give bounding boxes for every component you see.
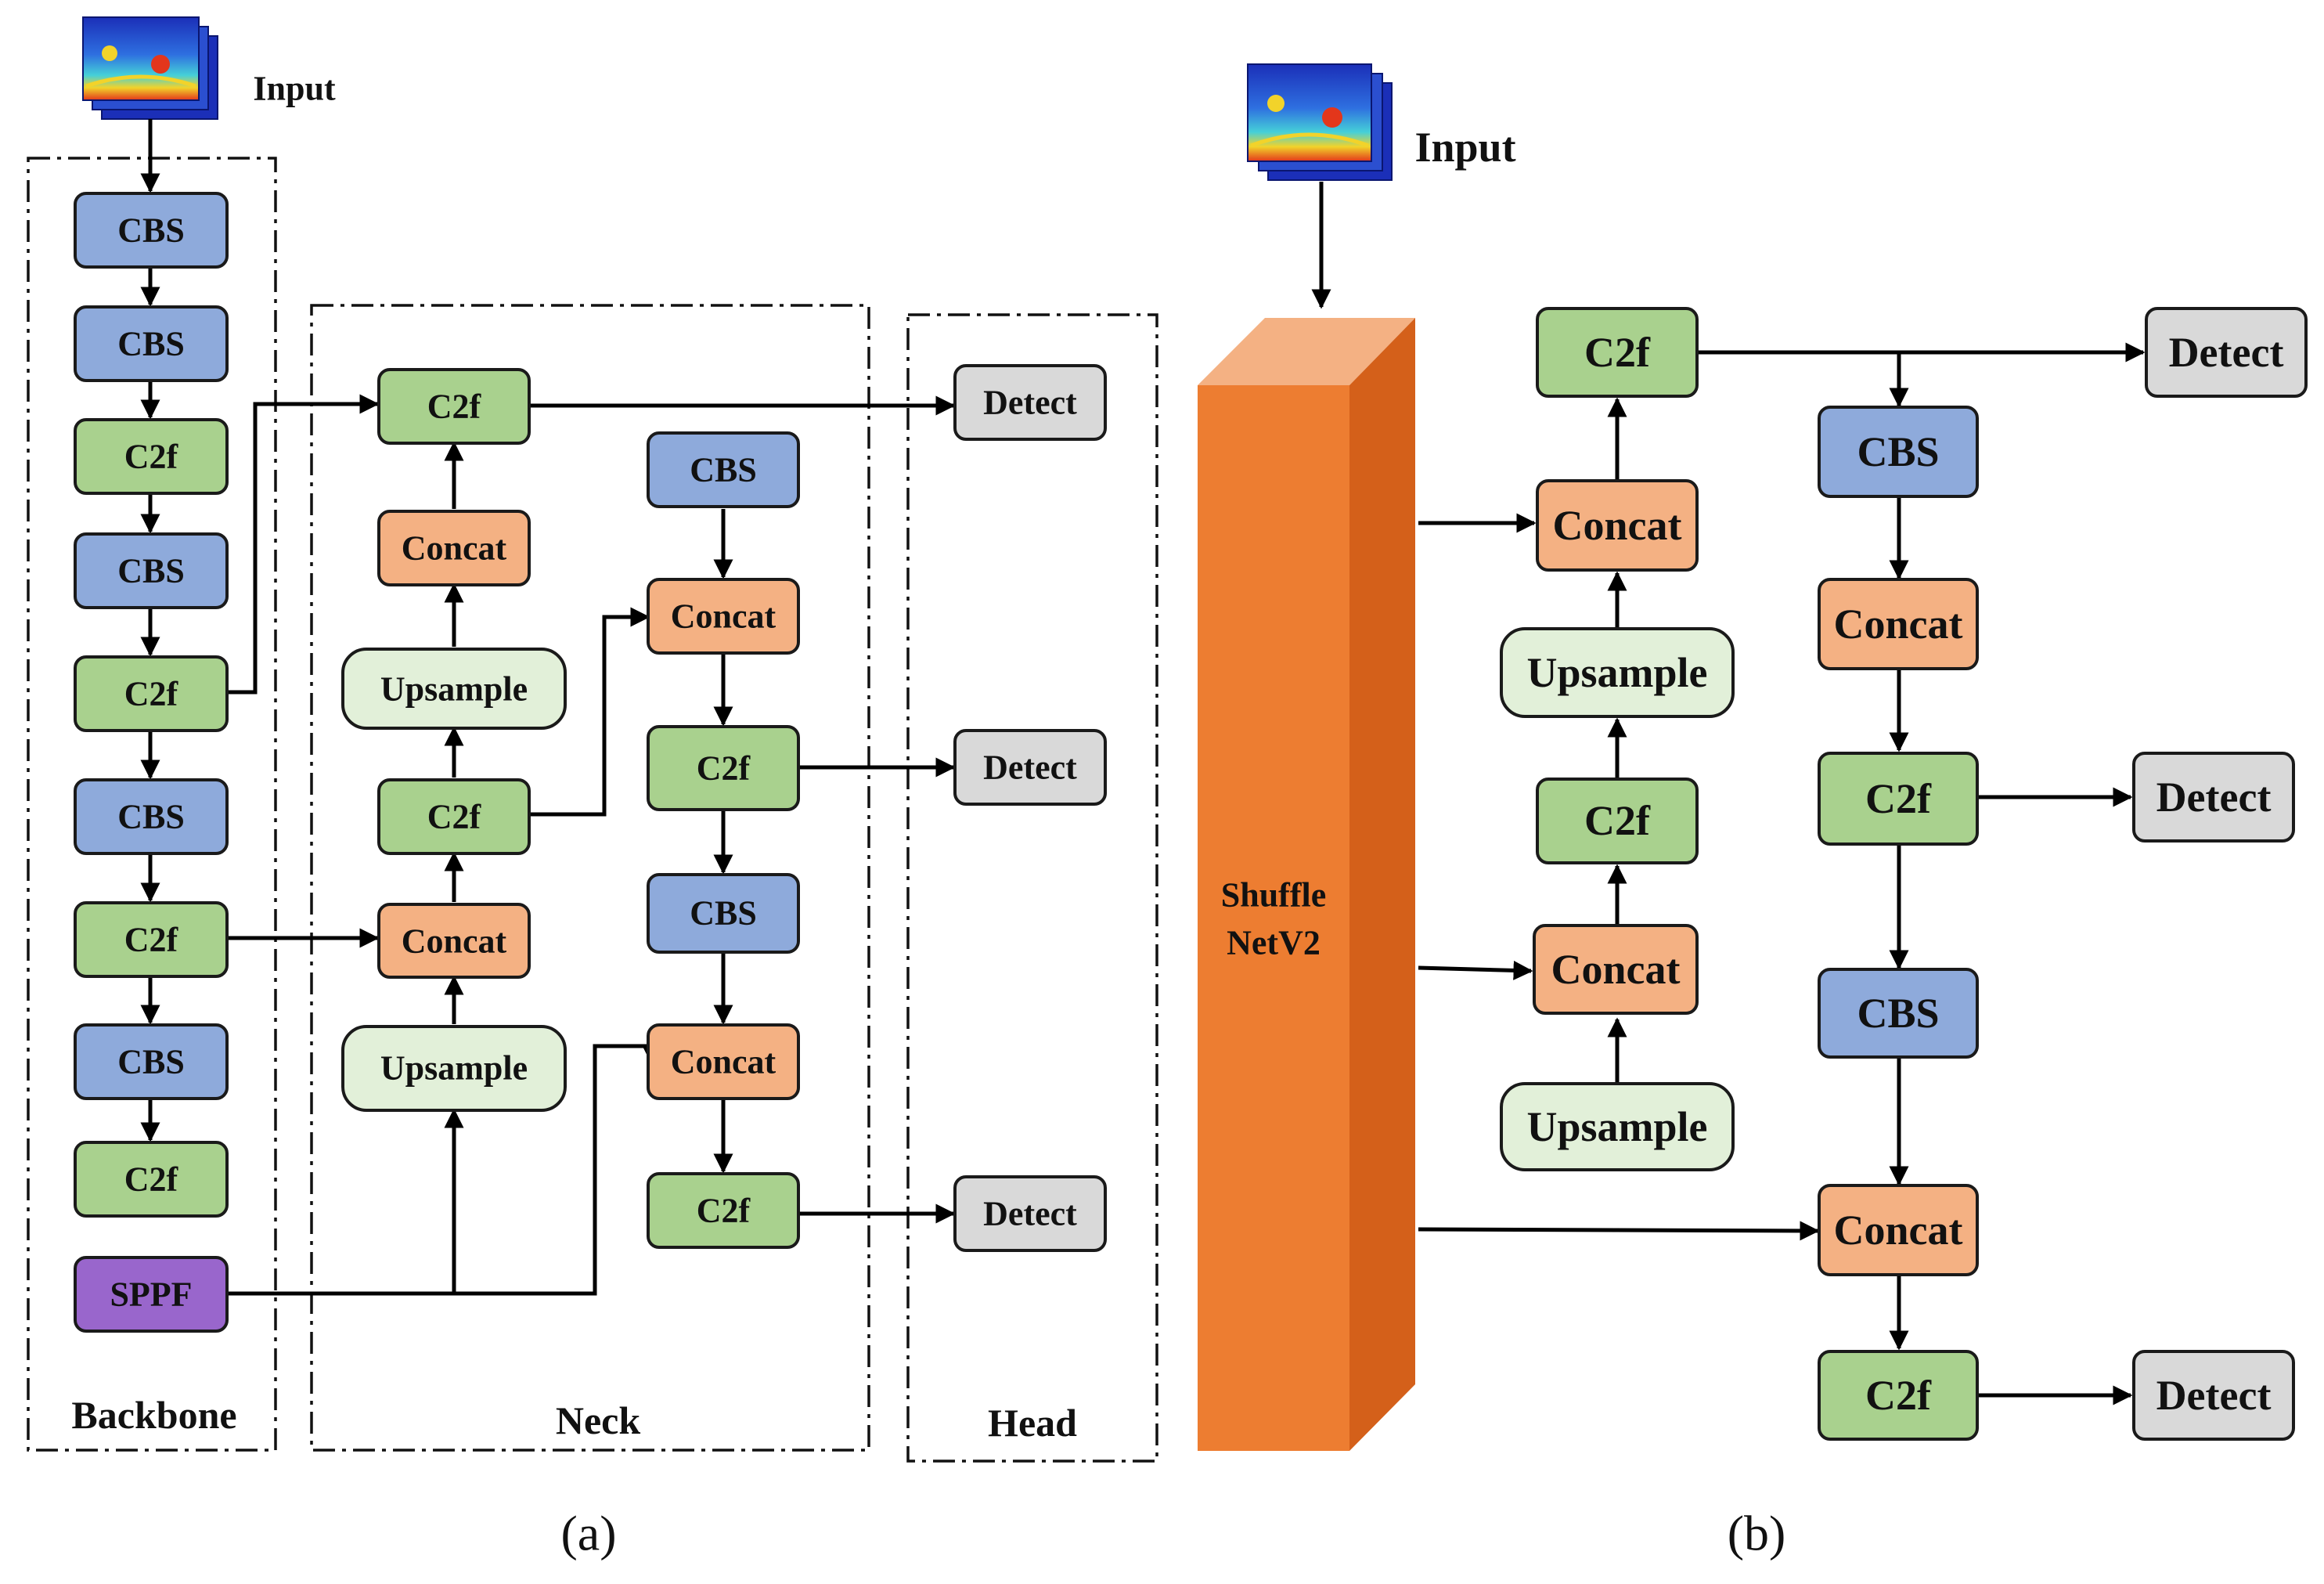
backbone-c2f-4: C2f — [74, 1141, 229, 1218]
svg-text:C2f: C2f — [1865, 1372, 1932, 1419]
head-detect-3: Detect — [953, 1175, 1107, 1252]
neck-c2f-3: C2f — [647, 1172, 800, 1249]
neck-concat-1: Concat — [377, 510, 531, 586]
svg-text:CBS: CBS — [117, 325, 185, 363]
shufflenet-block — [1198, 318, 1415, 1451]
svg-text:SPPF: SPPF — [110, 1275, 192, 1314]
svg-text:C2f: C2f — [1584, 797, 1651, 844]
input-label-b: Input — [1414, 124, 1515, 171]
backbone-label: Backbone — [71, 1393, 236, 1437]
svg-text:Upsample: Upsample — [1526, 1103, 1707, 1150]
b-upsample-2: Upsample — [1500, 1082, 1735, 1171]
head-detect-2: Detect — [953, 729, 1107, 806]
b-detect-2: Detect — [2132, 752, 2295, 843]
svg-text:Detect: Detect — [2156, 1372, 2272, 1419]
b-detect-3: Detect — [2132, 1350, 2295, 1441]
neck-label: Neck — [556, 1398, 640, 1442]
svg-text:C2f: C2f — [124, 675, 179, 713]
svg-text:CBS: CBS — [690, 894, 757, 933]
svg-text:Concat: Concat — [671, 1043, 776, 1081]
b-c2f-top: C2f — [1536, 307, 1699, 398]
head-label: Head — [988, 1401, 1077, 1445]
b-concat-1: Concat — [1536, 479, 1699, 572]
b-cbs-2: CBS — [1818, 968, 1979, 1059]
neck-c2f-2: C2f — [647, 725, 800, 811]
b-c2f-2: C2f — [1818, 752, 1979, 846]
backbone-cbs-1: CBS — [74, 192, 229, 269]
neck-concat-2: Concat — [377, 903, 531, 979]
neck-c2f-mid: C2f — [377, 778, 531, 855]
svg-text:CBS: CBS — [117, 211, 185, 250]
svg-text:CBS: CBS — [1857, 428, 1939, 475]
neck-c2f-top: C2f — [377, 368, 531, 445]
svg-text:C2f: C2f — [697, 749, 751, 788]
svg-text:Concat: Concat — [1834, 1207, 1963, 1254]
input-image-a — [82, 16, 218, 120]
svg-text:Detect: Detect — [983, 1195, 1077, 1233]
shufflenet-label-1: Shuffle — [1221, 876, 1326, 915]
svg-text:Upsample: Upsample — [380, 1049, 528, 1088]
svg-text:C2f: C2f — [1865, 775, 1932, 822]
head-frame — [906, 313, 1158, 1463]
svg-text:C2f: C2f — [124, 1160, 179, 1199]
b-cbs-1: CBS — [1818, 406, 1979, 498]
svg-text:Concat: Concat — [671, 597, 776, 636]
backbone-cbs-2: CBS — [74, 305, 229, 382]
svg-text:CBS: CBS — [117, 1043, 185, 1081]
input-image-b — [1247, 63, 1393, 181]
svg-text:CBS: CBS — [690, 451, 757, 489]
svg-text:C2f: C2f — [427, 388, 482, 426]
b-c2f-mid: C2f — [1536, 778, 1699, 864]
input-label-a: Input — [253, 70, 336, 108]
b-concat-4: Concat — [1818, 1184, 1979, 1276]
svg-text:Upsample: Upsample — [1526, 649, 1707, 696]
backbone-c2f-2: C2f — [74, 655, 229, 732]
svg-text:Concat: Concat — [1553, 502, 1682, 549]
backbone-c2f-3: C2f — [74, 901, 229, 978]
caption-a: (a) — [560, 1506, 616, 1561]
caption-b: (b) — [1728, 1506, 1786, 1561]
backbone-c2f-1: C2f — [74, 418, 229, 495]
svg-text:CBS: CBS — [1857, 990, 1939, 1037]
svg-text:Detect: Detect — [983, 749, 1077, 787]
svg-text:Concat: Concat — [402, 529, 507, 568]
backbone-sppf: SPPF — [74, 1256, 229, 1333]
backbone-cbs-4: CBS — [74, 778, 229, 855]
neck-cbs-mid: CBS — [647, 873, 800, 954]
svg-text:C2f: C2f — [124, 438, 179, 476]
head-detect-1: Detect — [953, 364, 1107, 441]
svg-text:CBS: CBS — [117, 798, 185, 836]
b-upsample-1: Upsample — [1500, 627, 1735, 718]
b-detect-1: Detect — [2145, 307, 2308, 398]
svg-text:Detect: Detect — [2169, 329, 2284, 376]
neck-frame — [310, 304, 870, 1452]
neck-concat-4: Concat — [647, 1023, 800, 1100]
neck-upsample-2: Upsample — [341, 1025, 567, 1112]
shufflenet-label-2: NetV2 — [1227, 924, 1321, 962]
svg-text:CBS: CBS — [117, 552, 185, 590]
connectors-b — [1311, 182, 2146, 1405]
b-c2f-3: C2f — [1818, 1350, 1979, 1441]
b-concat-2: Concat — [1533, 924, 1699, 1015]
backbone-cbs-5: CBS — [74, 1023, 229, 1100]
svg-text:Concat: Concat — [1551, 946, 1681, 993]
svg-text:C2f: C2f — [427, 798, 482, 836]
svg-text:C2f: C2f — [1584, 329, 1651, 376]
neck-concat-3: Concat — [647, 578, 800, 655]
neck-upsample-1: Upsample — [341, 648, 567, 730]
svg-text:Detect: Detect — [983, 384, 1077, 422]
svg-text:C2f: C2f — [124, 921, 179, 959]
neck-cbs-top: CBS — [647, 431, 800, 508]
svg-text:Concat: Concat — [402, 922, 507, 961]
svg-text:C2f: C2f — [697, 1192, 751, 1230]
backbone-cbs-3: CBS — [74, 532, 229, 609]
b-concat-3: Concat — [1818, 578, 1979, 670]
svg-text:Upsample: Upsample — [380, 670, 528, 709]
svg-text:Detect: Detect — [2156, 774, 2272, 821]
svg-text:Concat: Concat — [1834, 601, 1963, 648]
